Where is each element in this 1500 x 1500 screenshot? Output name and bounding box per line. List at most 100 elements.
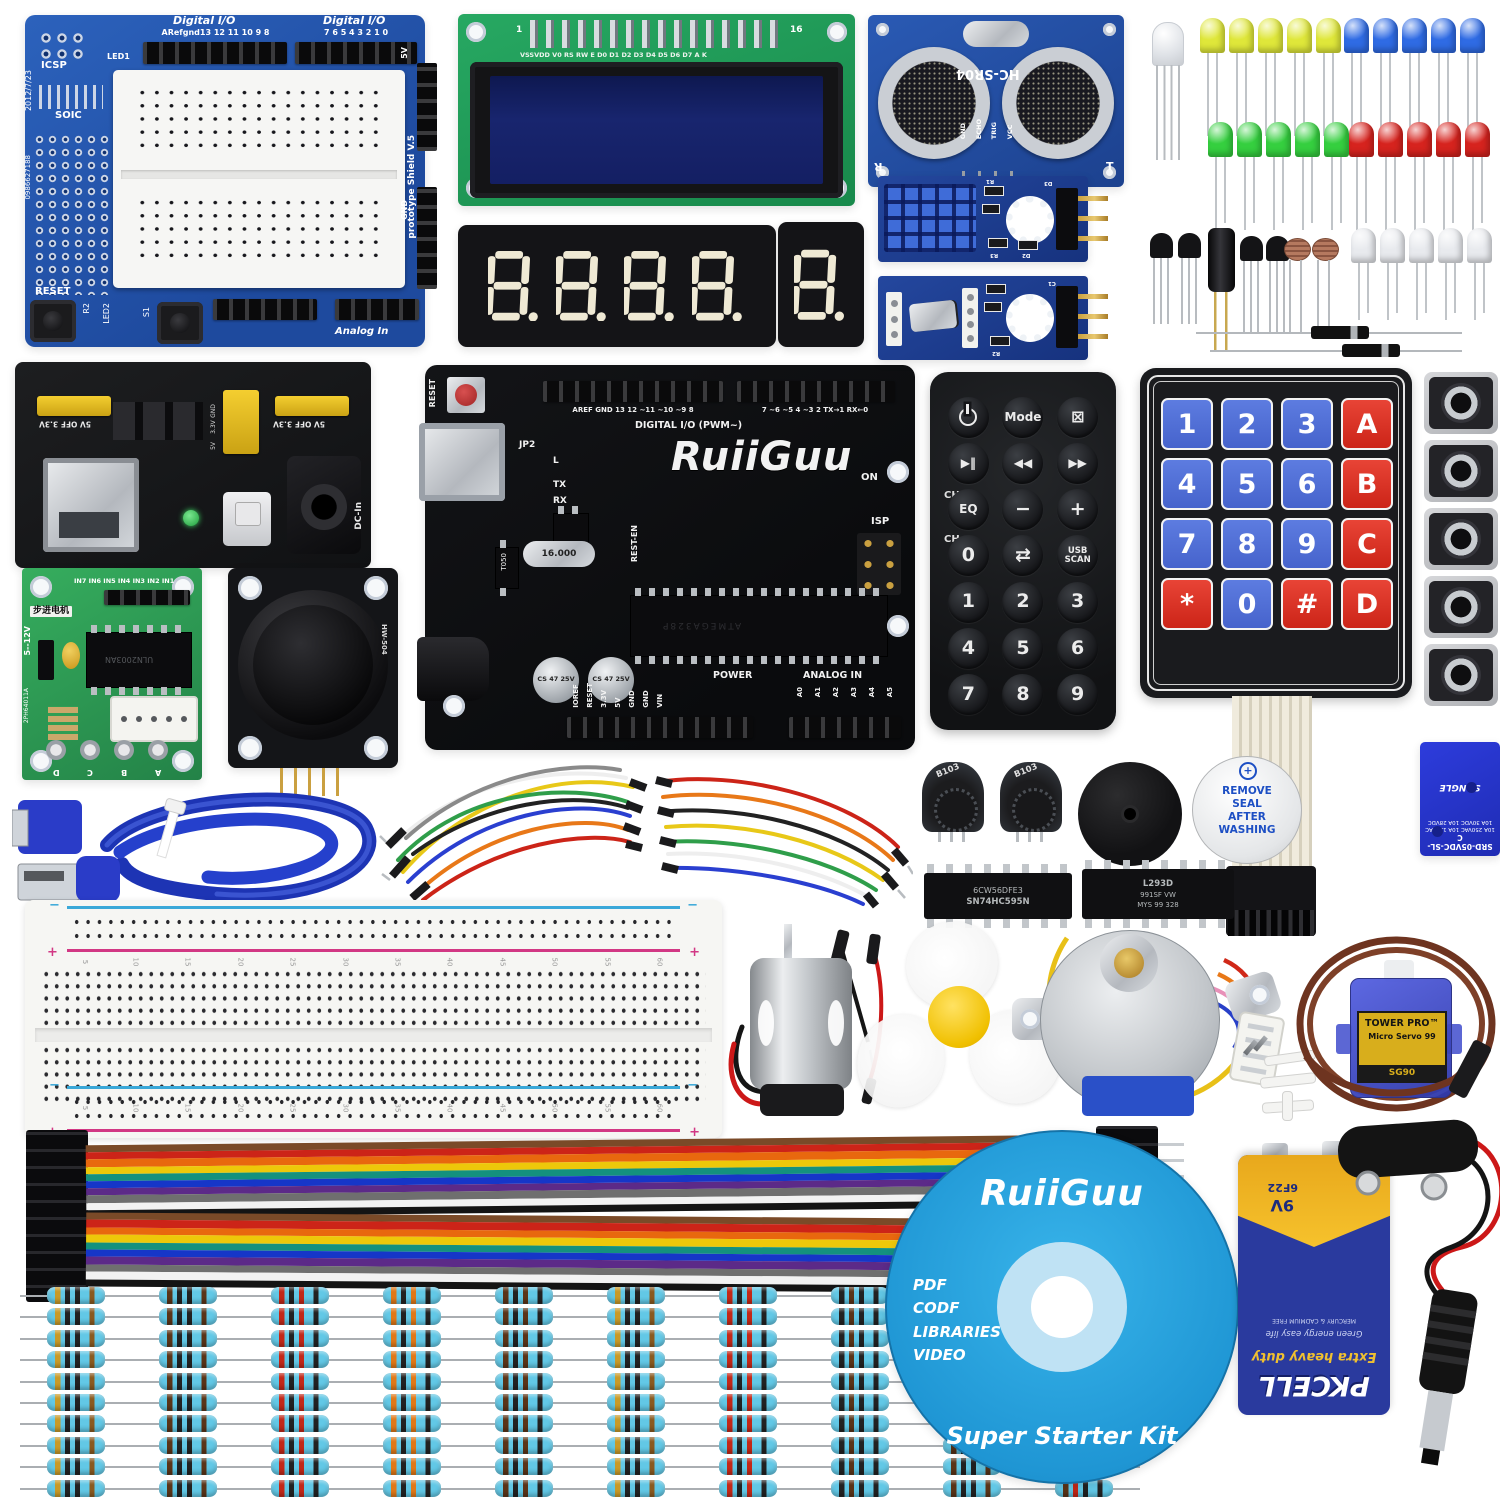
t050-chip — [495, 540, 519, 596]
rail-minus: − — [49, 1078, 60, 1093]
smd-part — [984, 302, 1002, 312]
resistor — [804, 1329, 916, 1350]
relay-rating: 10A 30VDC 10A 28VDC — [1427, 819, 1493, 826]
keypad-key: 6 — [1281, 458, 1333, 510]
resistor — [244, 1350, 356, 1371]
led — [1229, 18, 1256, 136]
resistor-column — [468, 1286, 580, 1500]
motor-window — [758, 1000, 774, 1046]
potentiometer: B103 — [922, 762, 984, 842]
ic-marking: 991SF VW — [1140, 891, 1176, 899]
shield-pin-numbers-left: ARefgnd13 12 11 10 9 8 — [161, 28, 270, 37]
psu-jumper-label: 5V OFF 3.3V — [273, 419, 325, 429]
lcd-pin16-label: 16 — [790, 25, 803, 35]
battery-voltage: 9V — [1270, 1196, 1294, 1215]
breadboard-number: 30 — [341, 957, 350, 967]
module-pin — [1078, 236, 1108, 241]
tactile-push-button — [1424, 576, 1498, 638]
relay-brand: SONGLE — [1439, 782, 1481, 793]
joy-hole — [238, 576, 262, 600]
ic-marking: 6CW56DFE3 — [973, 885, 1023, 895]
shield-header-top-right — [295, 42, 417, 64]
uno-power-pin-label: 3.3V — [600, 689, 608, 708]
remote-button-label: 9 — [1071, 682, 1085, 705]
header-hole — [966, 334, 974, 342]
servo-brand: TOWER PRO™ — [1364, 1018, 1439, 1029]
uno-pins-right-labels: 7 ~6 ~5 4 ~3 2 TX→1 RX←0 — [761, 406, 869, 414]
capacitor-label: CS 47 25V — [537, 675, 575, 684]
resistor — [692, 1329, 804, 1350]
breadboard-number: 45 — [498, 957, 507, 967]
resistor-column — [692, 1286, 804, 1500]
sonar-transmitter — [878, 47, 990, 159]
module-routing-ring — [1006, 294, 1054, 342]
capacitor: CS 47 25V — [533, 657, 579, 703]
remote-button-label: 3 — [1071, 590, 1085, 613]
active-buzzer: + REMOVE SEAL AFTER WASHING — [1192, 756, 1302, 864]
remote-button — [947, 396, 989, 438]
resistor — [468, 1414, 580, 1435]
keypad-key: B — [1341, 458, 1393, 510]
keypad-key: # — [1281, 578, 1333, 630]
remote-button: 4 — [947, 628, 989, 670]
keypad-key: 3 — [1281, 398, 1333, 450]
dc-jack-barrel — [301, 484, 347, 530]
usb-a-port — [43, 458, 139, 552]
led — [1266, 122, 1293, 230]
voltage-jumper — [275, 396, 349, 416]
module-routing-ring — [1006, 196, 1054, 244]
sonar-hole — [876, 23, 889, 36]
resistor — [244, 1436, 356, 1457]
resistor — [468, 1307, 580, 1328]
led-dome — [1460, 18, 1485, 53]
led-dome — [1316, 18, 1341, 53]
shift-register-ic: 6CW56DFE3 SN74HC595N — [924, 864, 1072, 928]
tactile-push-button — [1424, 372, 1498, 434]
mini-breadboard — [113, 70, 405, 288]
module-pin — [1078, 314, 1108, 319]
ic-body: 6CW56DFE3 SN74HC595N — [924, 873, 1072, 919]
uno-jp2-label: JP2 — [519, 440, 536, 450]
stepper-shaft — [1114, 948, 1144, 978]
remote-button: ▶▶ — [1057, 442, 1099, 484]
shield-reset-label: RESET — [35, 286, 71, 297]
usb-cable — [12, 792, 377, 903]
resistor — [468, 1479, 580, 1500]
transistor — [1178, 233, 1201, 324]
remote-button: 3 — [1057, 581, 1099, 623]
cd-content-item: LIBRARIES — [913, 1322, 1001, 1341]
led — [1378, 122, 1405, 230]
connector-pin — [166, 716, 172, 722]
remote-button: 0 — [947, 535, 989, 577]
uno-dc-jack — [417, 637, 489, 701]
power-button — [223, 492, 271, 546]
lcd-screen — [490, 76, 823, 184]
led — [1409, 228, 1436, 320]
fan-blade — [843, 909, 1077, 1127]
uno-on-label: ON — [861, 472, 878, 483]
servo-body: TOWER PRO™ Micro Servo 99 SG90 — [1350, 978, 1452, 1098]
driver-resistors — [48, 706, 78, 740]
resistor — [356, 1479, 468, 1500]
led — [1200, 18, 1227, 136]
keypad-key: 2 — [1221, 398, 1273, 450]
psu-jumper-label: 5V OFF 3.3V — [39, 419, 91, 429]
breadboard-number: 40 — [445, 957, 454, 967]
push-button-cap — [1441, 587, 1481, 627]
breadboard-number: 10 — [131, 957, 140, 967]
resistor — [20, 1414, 132, 1435]
led-dome — [1465, 122, 1490, 157]
led-dome — [1287, 18, 1312, 53]
shield-icsp-label: ICSP — [41, 60, 67, 71]
shield-header-top-left — [143, 42, 287, 64]
servo-wire — [1296, 936, 1496, 1112]
zip-tie — [156, 798, 187, 859]
keypad-key: 1 — [1161, 398, 1213, 450]
atmega328-chip: ATMEGA328P — [630, 588, 888, 664]
output-header — [223, 390, 259, 454]
tab-hole — [1020, 1009, 1040, 1029]
resistor — [468, 1393, 580, 1414]
seal-line: SEAL — [1232, 798, 1262, 811]
